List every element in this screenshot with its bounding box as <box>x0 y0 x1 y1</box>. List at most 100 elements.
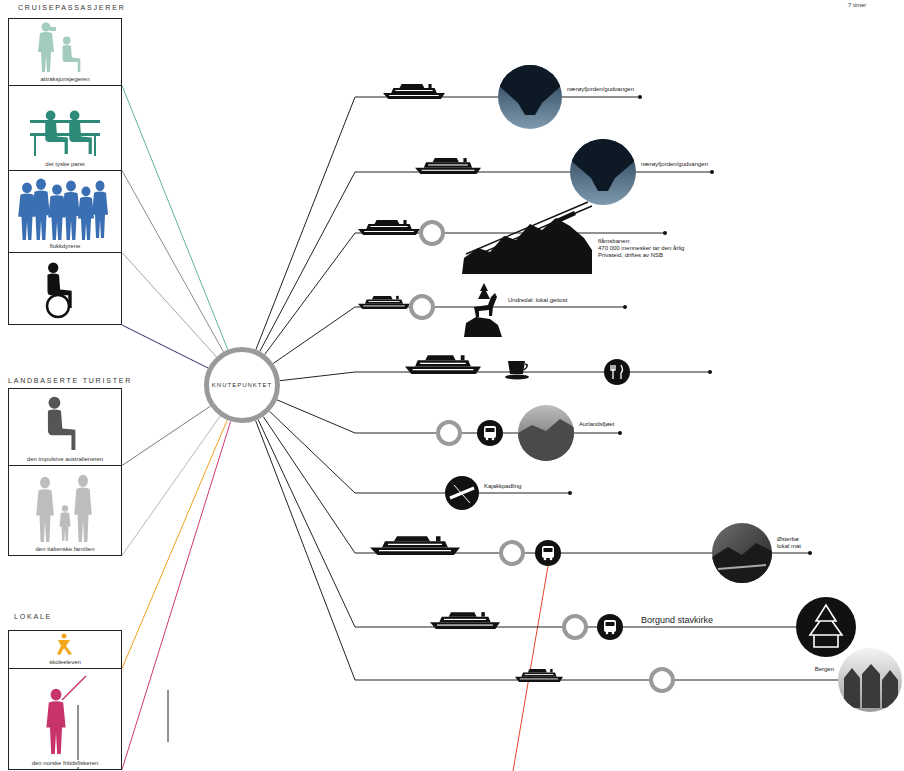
persona-figure <box>78 187 94 240</box>
ferry-icon <box>358 220 420 235</box>
destination-name: Undredal: lokal geitost <box>507 297 568 304</box>
connector <box>122 406 210 465</box>
destination-name: Privateid, driftes av NSB <box>597 252 664 259</box>
persona-figure <box>18 179 108 240</box>
leader-line <box>78 97 810 771</box>
destination-name: nærøyfjorden/gudvangen <box>566 86 635 93</box>
ferry-icon <box>405 355 481 374</box>
destination-photo <box>712 523 772 583</box>
connector <box>256 97 498 350</box>
persona-figure <box>34 136 36 156</box>
activity-icon: Kajakkpadling <box>445 476 479 510</box>
persona-figure <box>47 295 69 317</box>
destination-name: nærøyfjorden/gudvangen <box>640 161 709 168</box>
persona-name: det tyske paret <box>43 161 86 168</box>
hub-circle <box>207 350 278 421</box>
bus-icon <box>484 426 496 438</box>
destination-photo <box>518 419 574 461</box>
destination-name: Kajakkpadling <box>483 483 522 490</box>
cup-icon <box>505 361 529 380</box>
bus-icon <box>606 622 615 626</box>
end-dot <box>710 170 714 174</box>
persona-figure <box>32 179 50 240</box>
persona-figure <box>50 27 56 31</box>
bus-icon <box>542 546 554 558</box>
leader-line <box>462 97 810 553</box>
destination-photo: Østerbø lokal mat <box>712 523 772 583</box>
destination-photo <box>712 523 772 583</box>
railway-illustration <box>466 202 592 258</box>
transfer-ring <box>411 222 673 691</box>
bus-icon <box>492 438 495 441</box>
connector <box>122 253 216 357</box>
persona-figure <box>59 505 70 541</box>
destination-photo <box>844 664 898 708</box>
destination-name: Østerbø lokal mat <box>776 536 808 550</box>
destination-photo: nærøyfjorden/gudvangen <box>570 139 636 205</box>
church-icon <box>796 597 856 657</box>
persona-name: den italienske familien <box>33 546 96 553</box>
transfer-ring <box>564 616 586 638</box>
end-dot <box>623 305 627 309</box>
persona-figure <box>57 640 72 655</box>
persona-name: skoleeleven <box>47 659 83 666</box>
destination-photo <box>570 139 636 191</box>
restaurant-icon <box>611 365 623 379</box>
destination-photo <box>718 565 766 569</box>
activity-icon <box>454 485 470 503</box>
connector <box>256 420 838 680</box>
transfer-ring <box>421 222 443 244</box>
leader-line <box>78 690 168 770</box>
church-icon: Borgund stavkirke <box>796 597 856 657</box>
destination-photo <box>838 648 902 712</box>
persona-box: det tyske paret <box>8 85 122 171</box>
connector <box>122 416 220 555</box>
bus-icon <box>604 620 616 632</box>
bus-icon <box>597 614 623 640</box>
railway-illustration <box>554 211 576 224</box>
leader-line <box>513 566 548 771</box>
persona-figure <box>48 397 75 450</box>
persona-figure <box>62 181 80 240</box>
transfer-ring <box>651 669 673 691</box>
transfer-ring <box>501 542 523 564</box>
end-dot <box>638 95 642 99</box>
destination-photo <box>570 139 636 205</box>
destination-photo: Aurlandsfjøet <box>518 405 574 461</box>
connector <box>269 411 445 493</box>
persona-figure <box>36 475 92 542</box>
persona-figure <box>36 477 54 542</box>
transfer-ring <box>411 296 433 318</box>
persona-box: den norske fritidsfiskeren <box>8 668 122 770</box>
ferry-icon <box>358 84 563 682</box>
persona-name: attraksjonsjegeren <box>38 76 91 83</box>
end-dot <box>568 95 812 555</box>
destination-photo <box>518 405 574 461</box>
end-dot <box>708 370 712 374</box>
end-dot <box>663 231 667 235</box>
persona-box: den italienske familien <box>8 465 122 556</box>
persona-figure <box>45 111 68 154</box>
ferry-icon <box>370 536 460 555</box>
bus-icon <box>612 632 615 635</box>
bus-icon <box>477 420 503 446</box>
ferry-icon <box>383 84 445 99</box>
connector <box>122 420 227 669</box>
cup-icon <box>508 361 525 374</box>
destination-photo <box>570 139 636 205</box>
connector <box>273 307 462 363</box>
destination-name: Aurlandsfjøet <box>578 421 615 428</box>
bus-icon <box>535 540 561 566</box>
destination-name: Borgund stavkirke <box>640 615 714 625</box>
activity-icon <box>450 488 474 498</box>
persona-box: skoleeleven <box>8 630 122 669</box>
group-heading: LANDBASERTE TURISTER <box>8 377 132 385</box>
connector-layer <box>122 86 838 770</box>
goat-illustration <box>478 283 490 299</box>
destination-photo: Bergen <box>838 648 902 712</box>
group-heading: 7 timer <box>848 2 866 9</box>
destination-name: flåmsbanen: <box>597 238 632 245</box>
transfer-ring <box>438 422 460 444</box>
